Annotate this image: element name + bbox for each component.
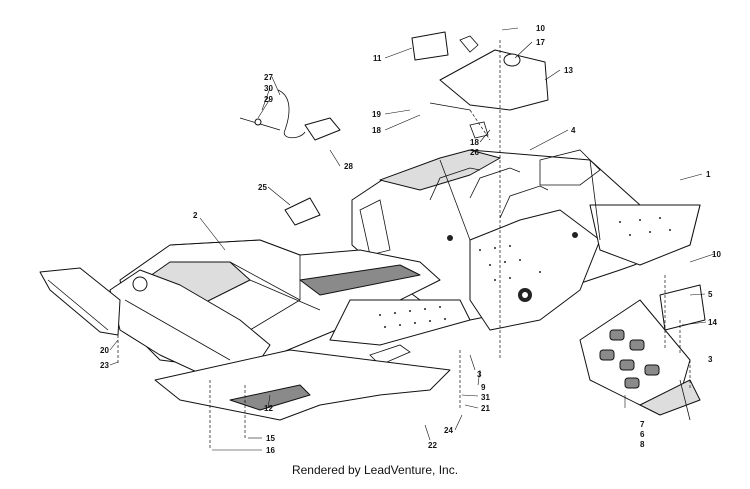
tether-assembly <box>239 89 341 141</box>
callout-31: 31 <box>481 393 490 402</box>
callout-14: 14 <box>708 318 717 327</box>
callout-9: 9 <box>481 383 486 392</box>
callout-17: 17 <box>536 38 545 47</box>
callout-21: 21 <box>481 404 490 413</box>
callout-5: 5 <box>708 290 713 299</box>
left-bracket <box>39 267 121 336</box>
leader-lines <box>109 27 715 451</box>
callout-18-a: 18 <box>372 126 381 135</box>
callout-19: 19 <box>372 110 381 119</box>
upper-bracket <box>411 31 549 139</box>
callout-10-a: 10 <box>536 24 545 33</box>
callout-25: 25 <box>258 183 267 192</box>
callout-30: 30 <box>264 84 273 93</box>
callout-7: 7 <box>640 420 645 429</box>
callout-labels: 1 2 3 3 4 5 6 7 8 9 10 10 11 12 13 14 15… <box>100 24 721 455</box>
callout-28: 28 <box>344 162 353 171</box>
callout-15: 15 <box>266 434 275 443</box>
callout-20: 20 <box>100 346 109 355</box>
callout-18-b: 18 <box>470 138 479 147</box>
callout-3-b: 3 <box>708 355 713 364</box>
frame-chassis <box>351 149 701 331</box>
render-credit: Rendered by LeadVenture, Inc. <box>291 463 459 477</box>
foot-guard <box>579 284 706 421</box>
callout-16: 16 <box>266 446 275 455</box>
callout-26: 26 <box>470 148 479 157</box>
assembly-lines <box>117 40 691 450</box>
callout-10-b: 10 <box>712 250 721 259</box>
callout-3-a: 3 <box>477 370 482 379</box>
callout-2: 2 <box>193 211 198 220</box>
callout-29: 29 <box>264 95 273 104</box>
callout-24: 24 <box>444 426 453 435</box>
callout-13: 13 <box>564 66 573 75</box>
callout-6: 6 <box>640 430 645 439</box>
belly-pan <box>154 349 451 421</box>
callout-8: 8 <box>640 440 645 449</box>
small-plate <box>284 197 321 226</box>
callout-12: 12 <box>264 404 273 413</box>
callout-23: 23 <box>100 361 109 370</box>
callout-4: 4 <box>571 126 576 135</box>
callout-22: 22 <box>428 441 437 450</box>
callout-1: 1 <box>706 170 711 179</box>
callout-11: 11 <box>373 54 382 63</box>
callout-27: 27 <box>264 73 273 82</box>
